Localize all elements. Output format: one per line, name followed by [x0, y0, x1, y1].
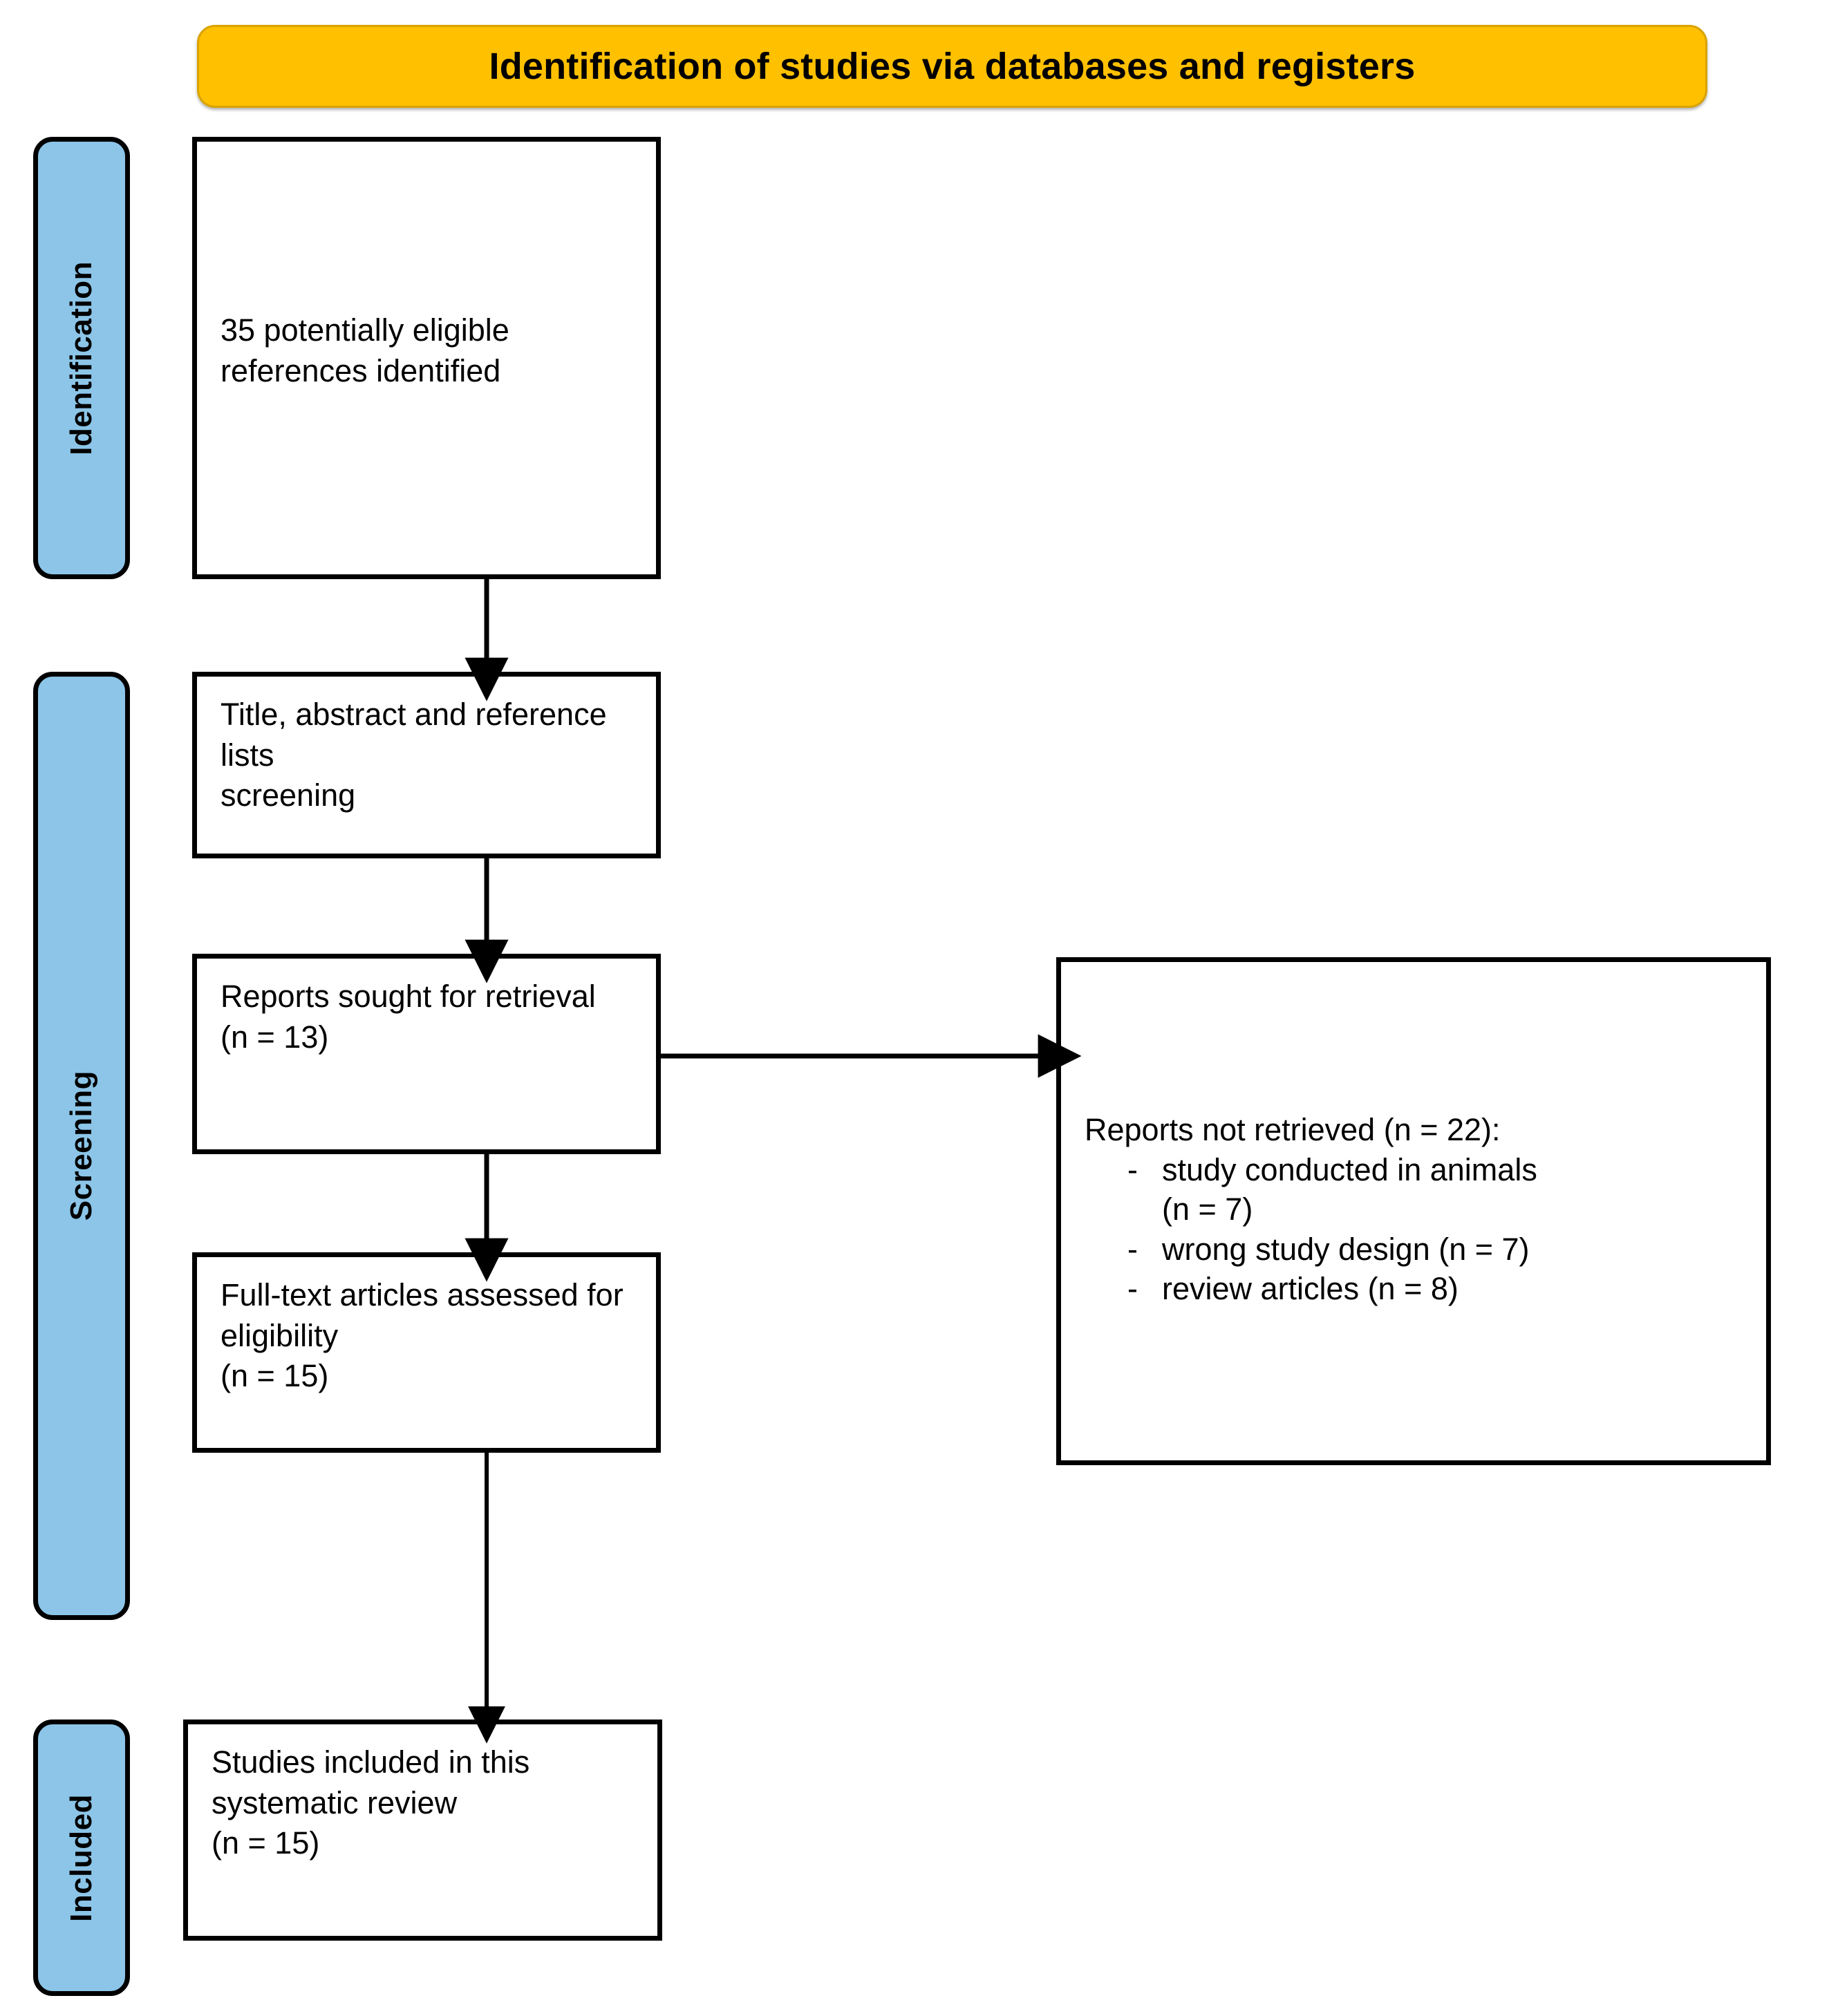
box-reports-sought: Reports sought for retrieval (n = 13) — [192, 954, 661, 1154]
stage-label-included: Included — [33, 1720, 130, 1996]
box-fulltext-assessed: Full-text articles assessed for eligibil… — [192, 1252, 661, 1453]
exclusion-reason-list: -study conducted in animals (n = 7)-wron… — [1085, 1150, 1743, 1309]
exclusion-reason-text: study conducted in animals (n = 7) — [1162, 1151, 1537, 1227]
exclusion-reason-text: review articles (n = 8) — [1162, 1271, 1459, 1307]
stage-label-identification: Identification — [33, 137, 130, 579]
box-records-identified: 35 potentially eligible references ident… — [192, 137, 661, 579]
exclusion-bullet-marker: - — [1127, 1151, 1138, 1187]
box-studies-included-text: Studies included in this systematic revi… — [212, 1744, 530, 1860]
stage-label-screening-text: Screening — [64, 1071, 98, 1221]
box-studies-included: Studies included in this systematic revi… — [183, 1720, 662, 1941]
diagram-header-banner: Identification of studies via databases … — [197, 25, 1707, 108]
stage-label-identification-text: Identification — [64, 261, 98, 455]
box-title-abstract-screening-text: Title, abstract and reference lists scre… — [221, 697, 607, 813]
box-reports-not-retrieved-heading: Reports not retrieved (n = 22): — [1085, 1112, 1501, 1147]
box-fulltext-assessed-text: Full-text articles assessed for eligibil… — [221, 1277, 623, 1393]
exclusion-reason-item: -review articles (n = 8) — [1085, 1269, 1743, 1309]
exclusion-reason-text: wrong study design (n = 7) — [1162, 1231, 1530, 1267]
exclusion-reason-item: -wrong study design (n = 7) — [1085, 1230, 1743, 1270]
box-reports-not-retrieved: Reports not retrieved (n = 22): -study c… — [1056, 957, 1771, 1465]
exclusion-bullet-marker: - — [1127, 1271, 1138, 1307]
box-records-identified-text: 35 potentially eligible references ident… — [221, 312, 509, 388]
box-title-abstract-screening: Title, abstract and reference lists scre… — [192, 672, 661, 858]
exclusion-bullet-marker: - — [1127, 1231, 1138, 1267]
box-reports-sought-text: Reports sought for retrieval (n = 13) — [221, 979, 596, 1055]
diagram-title: Identification of studies via databases … — [489, 46, 1416, 87]
stage-label-included-text: Included — [64, 1793, 98, 1922]
exclusion-reason-item: -study conducted in animals (n = 7) — [1085, 1150, 1743, 1230]
stage-label-screening: Screening — [33, 672, 130, 1620]
